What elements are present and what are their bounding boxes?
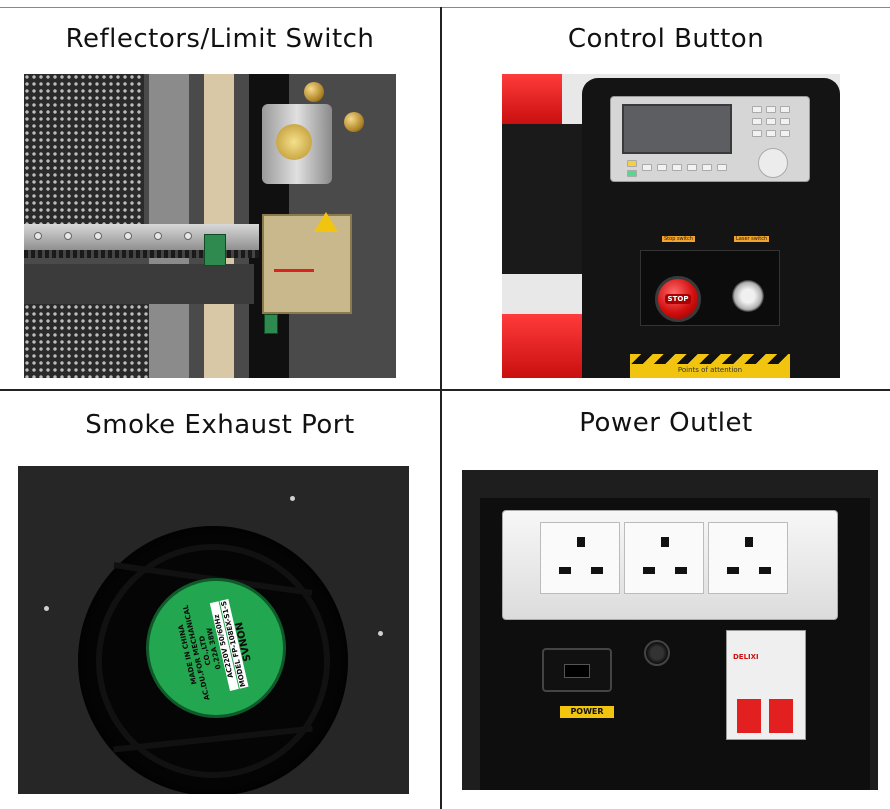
carriage-plate xyxy=(262,214,352,314)
fan-motor-label: MADE IN CHINA AC.DU.FOR MECHANICAL CO.,L… xyxy=(146,578,286,718)
circuit-breaker: DELIXI xyxy=(726,630,806,740)
laser-key-switch[interactable] xyxy=(732,280,764,312)
limit-switch-2 xyxy=(264,314,278,334)
keypad-key[interactable] xyxy=(780,130,790,137)
iec-power-inlet[interactable] xyxy=(542,648,612,692)
attention-label: Points of attention xyxy=(630,364,790,378)
keypad-key[interactable] xyxy=(717,164,727,171)
stop-button-label: STOP xyxy=(664,294,692,304)
power-socket[interactable] xyxy=(540,522,620,594)
top-border xyxy=(0,7,890,8)
keypad-key[interactable] xyxy=(687,164,697,171)
stop-switch-label: Stop switch xyxy=(662,236,695,242)
keypad-key[interactable] xyxy=(702,164,712,171)
power-label: POWER xyxy=(560,706,614,718)
breaker-brand: DELIXI xyxy=(733,653,759,661)
vertical-divider xyxy=(440,7,442,809)
drive-belt xyxy=(24,250,259,258)
keypad-key[interactable] xyxy=(780,106,790,113)
keypad-key[interactable] xyxy=(780,118,790,125)
breaker-switch[interactable] xyxy=(769,699,793,733)
limit-switch xyxy=(204,234,226,266)
power-socket[interactable] xyxy=(708,522,788,594)
power-outlet-photo: POWER DELIXI xyxy=(462,470,878,790)
power-socket[interactable] xyxy=(624,522,704,594)
fuse-holder[interactable] xyxy=(644,640,670,666)
keypad-key[interactable] xyxy=(766,130,776,137)
keypad-key[interactable] xyxy=(672,164,682,171)
panel-title-power: Power Outlet xyxy=(579,408,753,438)
control-photo: Stop switch Laser switch STOP Points of … xyxy=(502,74,840,378)
breaker-switch[interactable] xyxy=(737,699,761,733)
emergency-stop-button[interactable]: STOP xyxy=(655,276,701,322)
keypad-key[interactable] xyxy=(627,160,637,167)
keypad-key[interactable] xyxy=(752,130,762,137)
panel-title-reflectors: Reflectors/Limit Switch xyxy=(65,24,375,54)
keypad-key[interactable] xyxy=(642,164,652,171)
reflector-mirror xyxy=(276,124,312,160)
fan-frame xyxy=(96,544,330,778)
exhaust-photo: MADE IN CHINA AC.DU.FOR MECHANICAL CO.,L… xyxy=(18,466,409,794)
keypad-key[interactable] xyxy=(766,118,776,125)
hazard-stripe xyxy=(630,354,790,364)
honeycomb-bed-lower xyxy=(24,304,164,378)
keypad-key[interactable] xyxy=(766,106,776,113)
keypad-key[interactable] xyxy=(627,170,637,177)
panel-title-control: Control Button xyxy=(567,24,765,54)
panel-title-exhaust: Smoke Exhaust Port xyxy=(85,410,355,440)
lcd-screen xyxy=(622,104,732,154)
honeycomb-bed xyxy=(24,74,144,234)
laser-switch-label: Laser switch xyxy=(734,236,770,242)
keypad-key[interactable] xyxy=(657,164,667,171)
keypad-key[interactable] xyxy=(752,106,762,113)
horizontal-divider xyxy=(0,389,890,391)
reflectors-photo xyxy=(24,74,396,378)
keypad-key[interactable] xyxy=(752,118,762,125)
direction-pad[interactable] xyxy=(758,148,788,178)
